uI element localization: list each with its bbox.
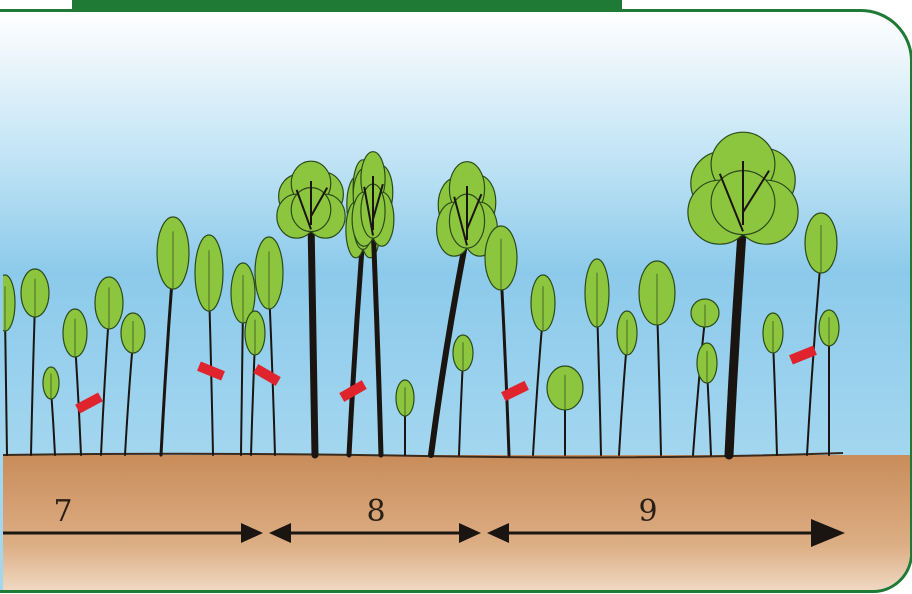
tree bbox=[277, 161, 345, 455]
sapling bbox=[639, 261, 675, 455]
segment-8-label: 8 bbox=[366, 494, 385, 529]
sapling bbox=[547, 366, 583, 455]
sapling bbox=[485, 226, 517, 455]
sapling bbox=[396, 380, 414, 455]
sapling bbox=[453, 335, 473, 455]
tree bbox=[431, 162, 497, 455]
segment-7-label: 7 bbox=[53, 494, 72, 529]
sapling bbox=[763, 313, 783, 455]
sapling bbox=[95, 277, 123, 455]
sapling bbox=[157, 217, 189, 455]
marker-tag bbox=[75, 392, 103, 413]
sapling bbox=[195, 235, 223, 455]
stand-illustration: 7 8 9 bbox=[3, 9, 912, 593]
tree bbox=[688, 132, 798, 455]
trees-layer bbox=[3, 132, 839, 455]
sapling bbox=[697, 343, 717, 455]
sapling bbox=[63, 309, 87, 455]
sapling bbox=[121, 313, 145, 455]
sapling bbox=[245, 311, 265, 455]
sapling bbox=[43, 367, 59, 455]
illustration-frame: 7 8 9 bbox=[0, 9, 912, 593]
sapling bbox=[21, 269, 49, 455]
sapling bbox=[617, 311, 637, 455]
sapling bbox=[3, 275, 15, 455]
sapling bbox=[585, 259, 609, 455]
sapling bbox=[819, 310, 839, 455]
marker-tag bbox=[253, 364, 281, 386]
sapling bbox=[531, 275, 555, 455]
soil bbox=[3, 455, 912, 593]
segment-9-label: 9 bbox=[638, 494, 657, 529]
